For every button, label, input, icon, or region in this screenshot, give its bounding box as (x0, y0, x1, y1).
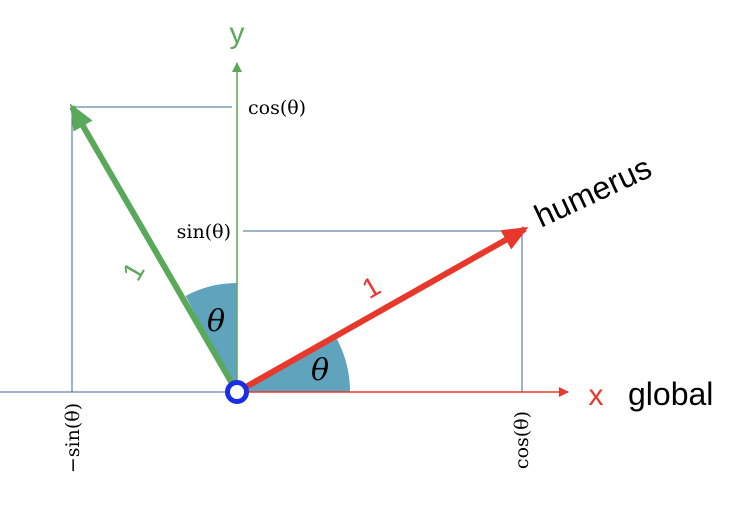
rotated-y-length-label: 1 (116, 257, 151, 286)
global-label: global (628, 376, 713, 412)
theta-lower-label: θ (311, 353, 329, 388)
humerus-label: humerus (529, 149, 657, 234)
rotated-y-vector (69, 103, 240, 394)
cos-x-label: cos(θ) (511, 411, 533, 469)
humerus-length-label: 1 (357, 270, 386, 305)
neg-sin-x-label: −sin(θ) (62, 403, 84, 473)
humerus-vector (235, 226, 529, 395)
theta-upper-label: θ (207, 304, 225, 339)
x-axis-label: x (589, 379, 604, 412)
sin-y-label: sin(θ) (177, 221, 231, 243)
cos-y-label: cos(θ) (248, 97, 306, 119)
y-axis-label: y (230, 17, 245, 50)
origin-marker (225, 380, 249, 404)
